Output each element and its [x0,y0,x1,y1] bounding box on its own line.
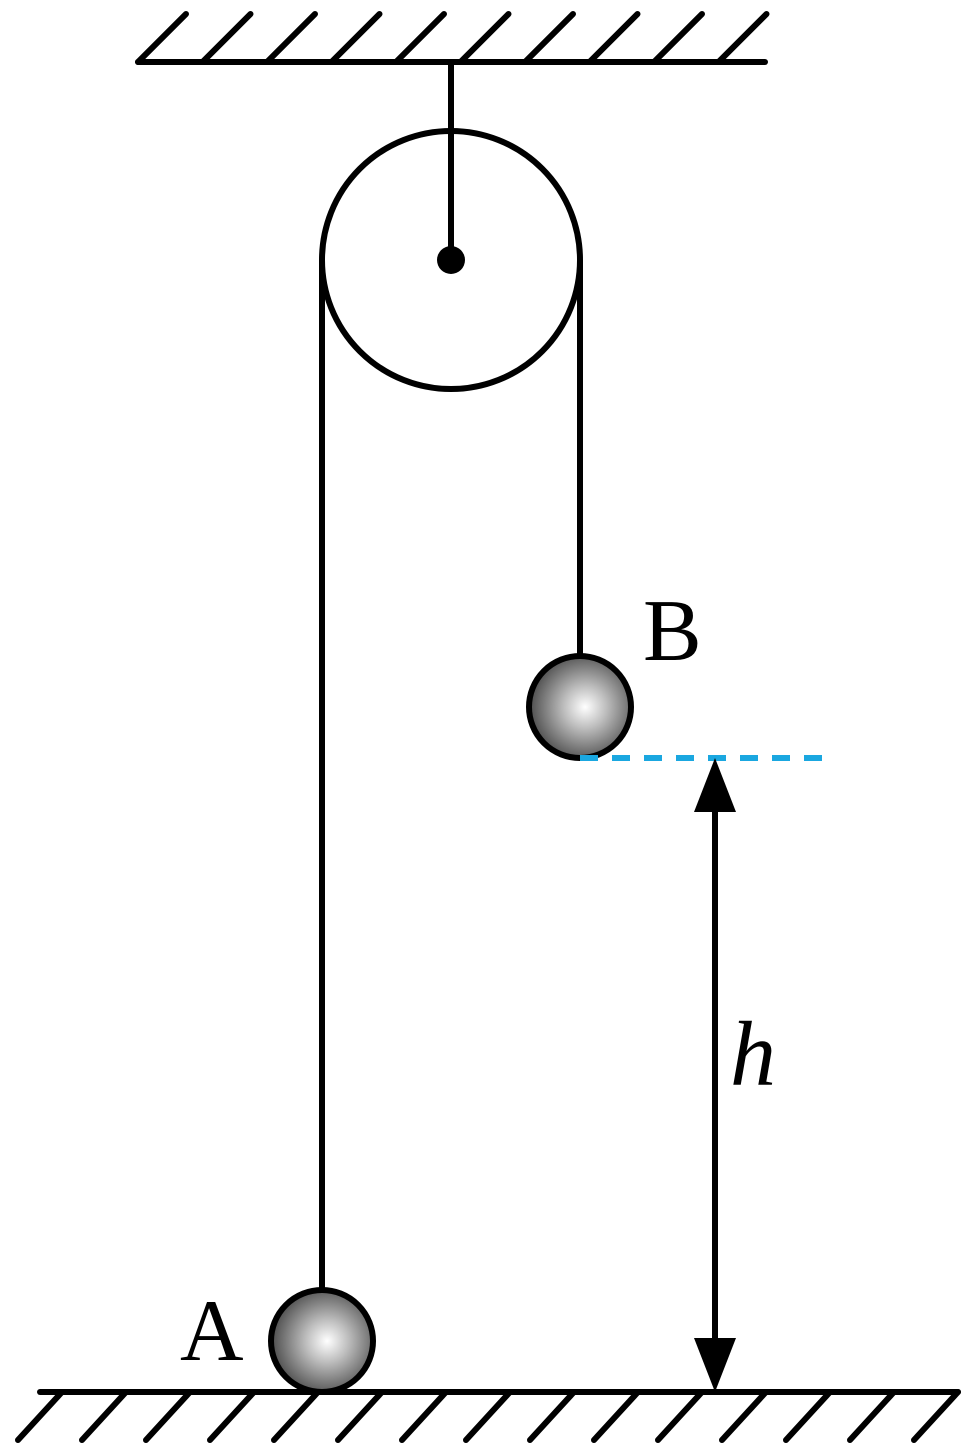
hatch-mark [15,1389,65,1443]
hatch-mark [135,11,189,65]
hatch-mark [207,1389,257,1443]
label-ball-a: A [180,1283,244,1380]
hatch-mark [328,11,383,65]
ball-a [268,1287,376,1395]
hatch-mark [655,1389,705,1443]
label-height: h [730,1003,776,1105]
hatch-mark [522,11,576,65]
ball-b [526,653,634,761]
hatch-mark [719,1389,769,1443]
height-dimension-arrow-icon [694,758,736,1392]
hatch-mark [847,1389,897,1443]
hatch-mark [911,1389,961,1443]
hatch-mark [463,1389,513,1443]
hatch-mark [335,1389,385,1443]
hatch-mark [586,11,641,65]
hatch-mark [591,1389,641,1443]
pulley-axle [437,246,465,274]
ground-icon [15,1389,961,1443]
hatch-mark [199,11,254,65]
label-ball-b: B [643,583,702,680]
ceiling-hatch [135,11,770,65]
hatch-mark [271,1389,321,1443]
ceiling-support-icon [135,11,770,65]
hatch-mark [143,1389,193,1443]
hatch-mark [264,11,318,65]
hatch-mark [399,1389,449,1443]
hatch-mark [651,11,705,65]
hatch-mark [393,11,447,65]
hatch-mark [715,11,770,65]
hatch-mark [527,1389,577,1443]
ground-hatch [15,1389,961,1443]
hatch-mark [457,11,512,65]
hatch-mark [783,1389,833,1443]
hatch-mark [79,1389,129,1443]
